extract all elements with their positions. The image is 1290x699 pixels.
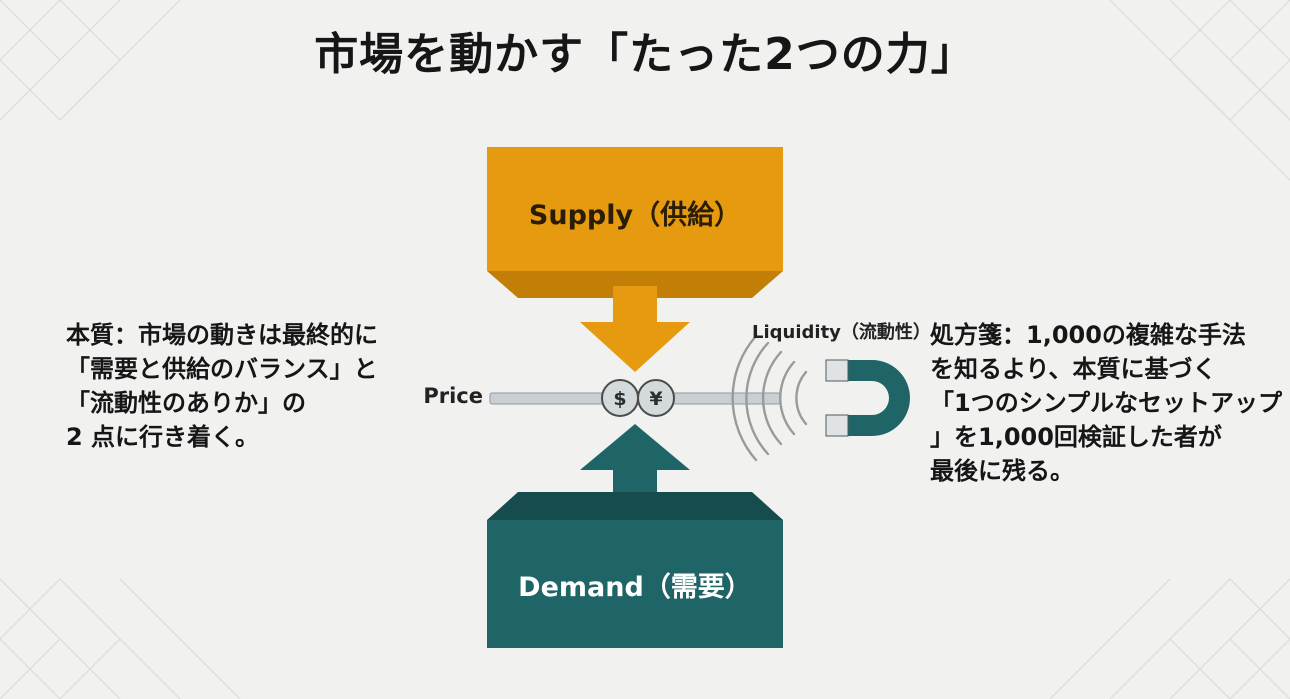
essence-line: 「流動性のありか」の [66,389,306,417]
essence-line: 本質：市場の動きは最終的に [66,321,378,349]
supply-label: Supply（供給） [528,200,742,231]
svg-text:$: $ [613,388,626,410]
signal-waves-icon [731,334,808,462]
essence-line: 「需要と供給のバランス」と [66,355,378,383]
essence-line: 2 点に行き着く。 [66,423,260,451]
page-title: 市場を動かす「たった2つの力」 [314,29,976,80]
demand-up-arrow [580,424,690,512]
demand-box [487,492,783,648]
supply-down-arrow [580,286,690,372]
liquidity-label: Liquidity（流動性） [752,322,931,343]
magnet-icon [825,359,910,437]
prescription-text: 処方箋：1,000の複雑な手法 を知るより、本質に基づく 「1つのシンプルなセッ… [930,318,1285,488]
prescription-line: 処方箋：1,000の複雑な手法 [930,321,1246,349]
yen-coin-icon: ¥ [637,379,675,417]
demand-label: Demand（需要） [518,572,752,603]
prescription-line: 」を1,000回検証した者が [930,423,1222,451]
price-label: Price [423,384,483,408]
prescription-line: を知るより、本質に基づく [930,355,1217,383]
prescription-line: 最後に残る。 [930,457,1074,485]
dollar-coin-icon: $ [601,379,639,417]
svg-text:¥: ¥ [649,388,662,410]
supply-box [487,147,783,298]
prescription-line: 「1つのシンプルなセットアップ [930,389,1282,417]
essence-text: 本質：市場の動きは最終的に 「需要と供給のバランス」と 「流動性のありか」の 2… [66,318,426,454]
